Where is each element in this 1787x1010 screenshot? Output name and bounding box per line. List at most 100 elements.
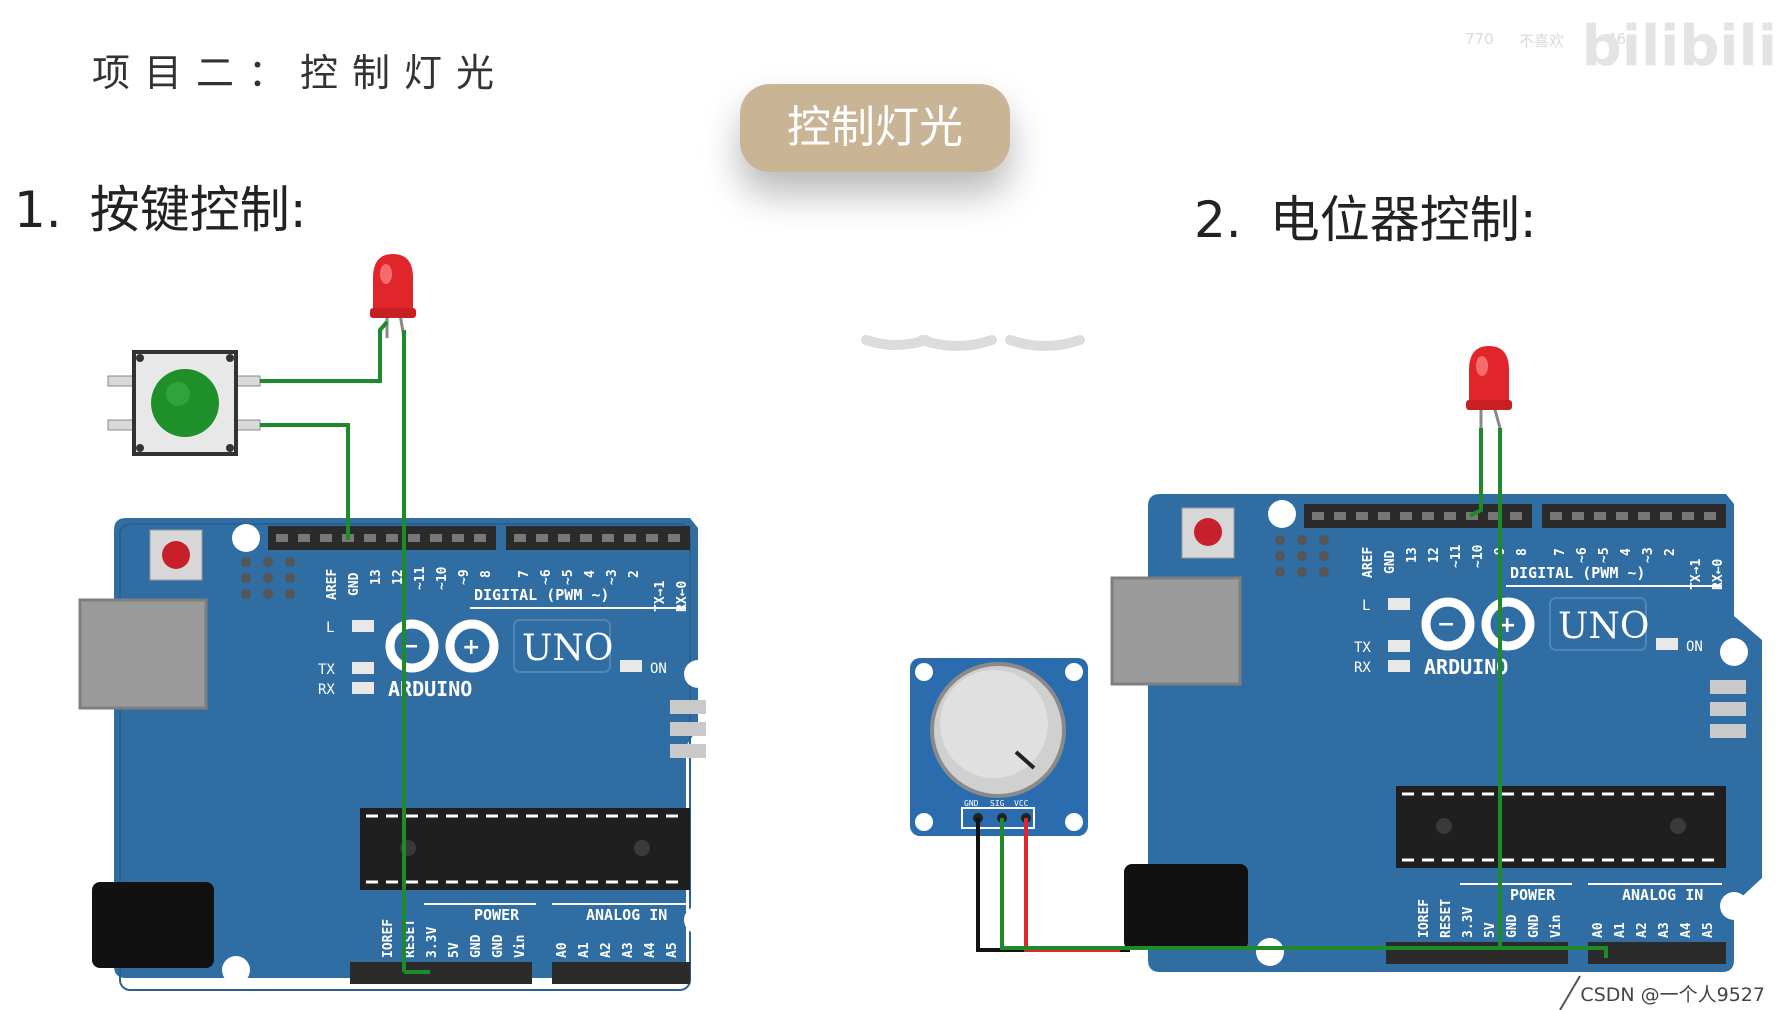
power-header-right <box>1386 942 1568 964</box>
reset-button-left[interactable] <box>149 529 203 581</box>
arduino-board-right: AREF GND 13 12 ~11 ~10 ~9 8 7 ~6 ~5 4 ~3… <box>1110 494 1762 972</box>
topic-pill: 控制灯光 <box>740 84 1010 172</box>
pin-label: A3 <box>1657 922 1672 938</box>
pin-label: GND <box>1527 914 1542 938</box>
push-button[interactable] <box>107 350 261 456</box>
pin-label: ~10 <box>435 566 450 590</box>
power-jack-right <box>1124 864 1248 950</box>
wires-right <box>976 428 1608 958</box>
pin-label: A4 <box>643 942 658 958</box>
rx-label-left: RX <box>318 682 335 698</box>
pin-label: 3.3V <box>1461 907 1476 938</box>
pin-label: GND <box>469 934 484 958</box>
pin-label: 8 <box>1515 548 1530 556</box>
pin-label: GND <box>347 572 362 596</box>
digital-header-right-b <box>1542 504 1726 528</box>
pin-label: A0 <box>1591 922 1606 938</box>
pot-pin-sig: SIG <box>990 799 1005 808</box>
pot-pin-gnd: GND <box>964 799 979 808</box>
section-2-number: 2. <box>1194 191 1242 249</box>
led-left <box>370 254 416 339</box>
svg-text:+: + <box>462 635 480 660</box>
section-1-heading: 1. 按键控制: <box>14 170 307 242</box>
pin-label: ~10 <box>1471 544 1486 568</box>
pin-label: 12 <box>1427 547 1442 563</box>
pin-label: Vin <box>513 935 528 958</box>
pin-label: 4 <box>1619 548 1634 556</box>
digital-label-left: DIGITAL (PWM ~) <box>474 586 609 604</box>
power-header-left <box>350 962 532 984</box>
pin-label: A2 <box>599 942 614 958</box>
l-label-right: L <box>1362 598 1370 614</box>
pin-label: 5V <box>1483 922 1498 938</box>
pin-label: A5 <box>1701 922 1716 938</box>
section-1-label: 按键控制: <box>89 181 307 239</box>
tx-label-right: TX <box>1354 640 1371 656</box>
arduino-logo-right <box>1421 597 1535 651</box>
digital-label-right: DIGITAL (PWM ~) <box>1510 564 1645 582</box>
pin-label: TX→1 <box>653 581 668 612</box>
pin-label: 8 <box>479 570 494 578</box>
pin-label: Vin <box>1549 915 1564 938</box>
pin-label: 13 <box>1405 547 1420 563</box>
pin-label: ~5 <box>561 569 576 585</box>
pin-label: A0 <box>555 942 570 958</box>
pot-pin-vcc: VCC <box>1014 799 1029 808</box>
csdn-watermark: CSDN @一个人9527 <box>1580 984 1765 1006</box>
pin-label: ~3 <box>605 569 620 585</box>
tx-label-left: TX <box>318 662 335 678</box>
pin-label: ~3 <box>1641 547 1656 563</box>
like-count[interactable]: 770 <box>1465 30 1494 48</box>
pin-label: GND <box>1383 550 1398 574</box>
pin-label: ~11 <box>413 566 428 590</box>
power-jack-left <box>92 882 214 968</box>
power-label-left: POWER <box>474 906 520 924</box>
section-1-number: 1. <box>14 181 62 239</box>
section-2-heading: 2. 电位器控制: <box>1194 180 1537 252</box>
arduino-logo-left <box>385 619 499 673</box>
pin-label: 7 <box>1553 548 1568 556</box>
svg-text:+: + <box>1498 613 1516 638</box>
pin-label: A3 <box>621 942 636 958</box>
pin-label: A1 <box>577 942 592 958</box>
model-label-left: UNO <box>522 628 613 669</box>
pin-label: AREF <box>325 569 340 600</box>
coin-count[interactable]: 46 <box>1607 30 1627 48</box>
pin-label: A4 <box>1679 922 1694 938</box>
pin-label: A1 <box>1613 922 1628 938</box>
pin-label: 2 <box>627 570 642 578</box>
led-right <box>1466 346 1512 429</box>
analog-label-left: ANALOG IN <box>586 906 667 924</box>
pin-label: TX→1 <box>1689 559 1704 590</box>
model-label-right: UNO <box>1558 606 1649 647</box>
dislike-label[interactable]: 不喜欢 <box>1519 32 1565 50</box>
potentiometer-module[interactable]: GND SIG VCC <box>910 658 1088 836</box>
on-label-right: ON <box>1686 639 1703 655</box>
brand-label-left: ARDUINO <box>388 677 472 701</box>
pin-label: A5 <box>665 942 680 958</box>
pin-label: 13 <box>369 569 384 585</box>
analog-header-left <box>552 962 690 984</box>
decorative-dashes <box>861 335 1085 351</box>
pin-label: GND <box>491 934 506 958</box>
pin-label: ~9 <box>457 569 472 585</box>
usb-port-right <box>1110 576 1242 686</box>
pin-label: 4 <box>583 570 598 578</box>
wires-left <box>260 320 430 974</box>
pin-label: ~11 <box>1449 544 1464 568</box>
pin-label: ~5 <box>1597 547 1612 563</box>
pin-label: 5V <box>447 942 462 958</box>
slide-title: 项目二：控制灯光 <box>92 51 509 95</box>
pin-label: ~6 <box>1575 547 1590 563</box>
pin-label: 2 <box>1663 548 1678 556</box>
analog-label-right: ANALOG IN <box>1622 886 1703 904</box>
pin-label: RX←0 <box>1711 559 1726 590</box>
section-2-label: 电位器控制: <box>1269 191 1537 249</box>
pin-label: RX←0 <box>675 581 690 612</box>
svg-text:−: − <box>1437 612 1455 637</box>
analog-header-right <box>1588 942 1726 964</box>
pin-label: IOREF <box>1417 899 1432 938</box>
arduino-board-left: AREF GND 13 12 ~11 ~10 ~9 8 7 ~6 ~5 4 ~3… <box>78 518 712 991</box>
digital-header-left-b <box>506 526 690 550</box>
